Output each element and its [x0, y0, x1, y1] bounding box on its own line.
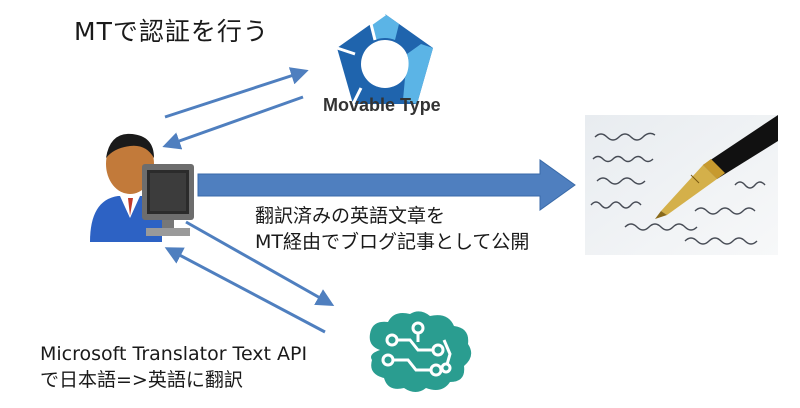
arrow-user-to-mt — [164, 67, 309, 119]
page-title: MTで認証を行う — [74, 17, 269, 46]
movable-type-logo-icon — [325, 8, 445, 128]
publish-line-1: 翻訳済みの英語文章を — [255, 205, 446, 227]
fountain-pen-handwriting-photo-icon — [585, 115, 778, 255]
arrow-translator-to-user — [164, 247, 326, 334]
translator-line-1: Microsoft Translator Text API — [40, 343, 308, 365]
publish-description: 翻訳済みの英語文章を MT経由でブログ記事として公開 — [255, 203, 529, 255]
movable-type-label: Movable Type — [323, 95, 441, 115]
user-at-computer-icon — [80, 120, 200, 245]
translator-line-2: で日本語=>英語に翻訳 — [40, 369, 243, 391]
publish-line-2: MT経由でブログ記事として公開 — [255, 231, 530, 253]
cognitive-services-brain-icon — [358, 310, 478, 394]
translator-description: Microsoft Translator Text API で日本語=>英語に翻… — [40, 341, 307, 393]
